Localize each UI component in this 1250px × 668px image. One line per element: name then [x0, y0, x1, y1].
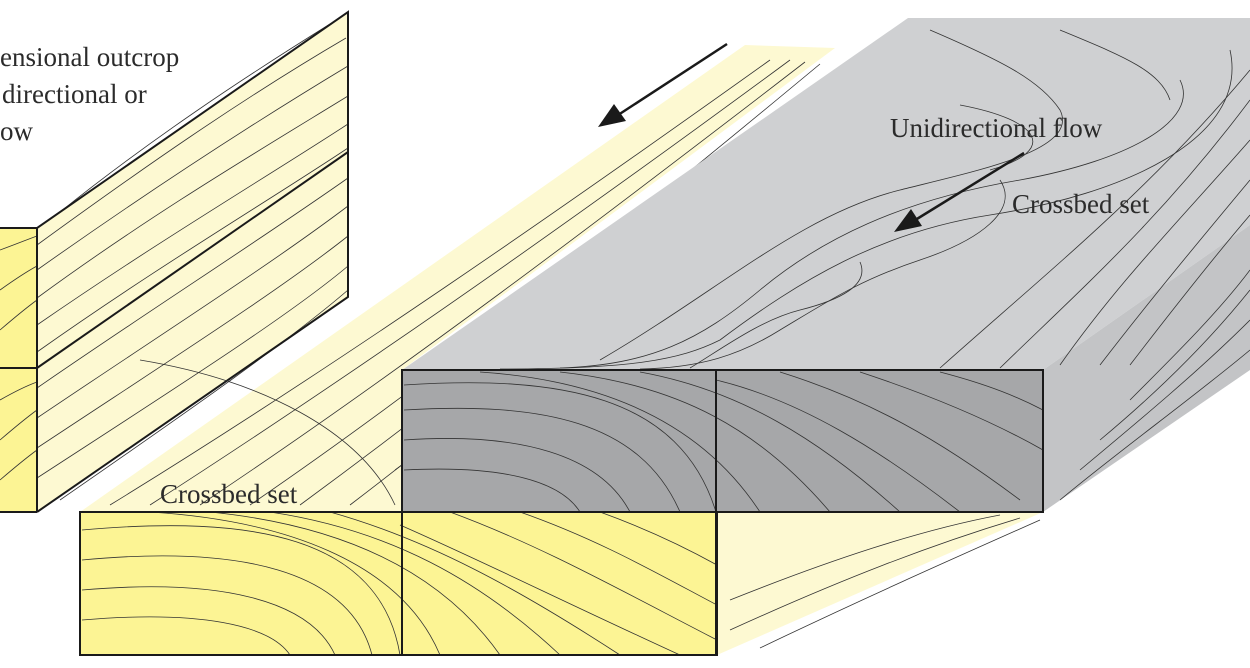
yellow-block-front [79, 511, 718, 656]
outcrop-panel-bottom-face [37, 152, 348, 512]
gray-block-front-face [402, 370, 1043, 512]
outcrop-label-line1: ensional outcrop [0, 42, 179, 72]
gray-top-laminae [499, 29, 1250, 370]
yellow-block-side-face [717, 512, 1043, 655]
outcrop-edges [0, 10, 349, 513]
outcrop-panel-top-face [37, 12, 348, 368]
flow-label: Unidirectional flow [890, 113, 1103, 143]
crossbed-set-label-right: Crossbed set [1012, 189, 1150, 219]
outcrop-panel [0, 10, 349, 513]
arrow-left-down-icon [894, 151, 1025, 232]
outcrop-laminae [0, 23, 349, 501]
outcrop-label-line2: directional or [2, 79, 147, 109]
gray-block-side-face [1043, 225, 1250, 512]
gray-side-laminae [1059, 269, 1250, 501]
outcrop-front-face [0, 228, 37, 512]
gray-block-edges [401, 369, 1044, 655]
yellow-block [80, 45, 1043, 655]
crossbed-set-label-left: Crossbed set [160, 479, 298, 509]
outcrop-label-line3: ow [0, 116, 34, 146]
arrow-left-down-icon [598, 42, 728, 127]
yellow-block-front-face [80, 512, 717, 655]
gray-front-laminae [403, 371, 1044, 513]
gray-block [401, 18, 1250, 655]
yellow-front-laminae [81, 511, 718, 656]
